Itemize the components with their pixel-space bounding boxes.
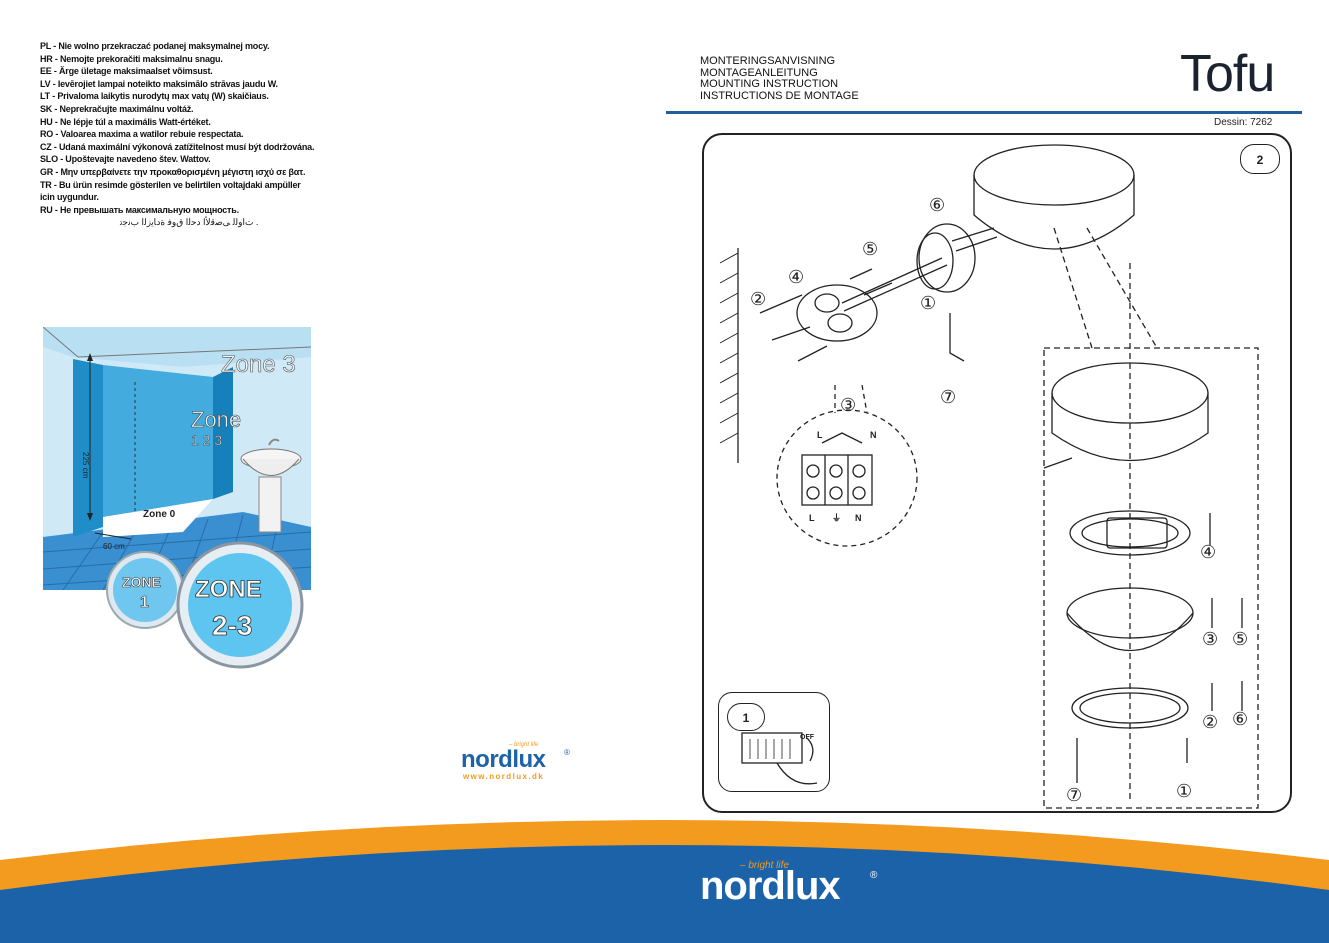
step1-box <box>718 692 830 792</box>
callout-5-top: ⑤ <box>862 239 878 259</box>
callout-1-bottom: ① <box>1176 781 1192 801</box>
width-label: 60 cm <box>103 542 125 551</box>
callout-1-top: ① <box>920 293 936 313</box>
zone3-label: Zone 3 <box>221 351 296 378</box>
callout-3-detail: ③ <box>840 395 856 415</box>
product-title: Tofu <box>1180 45 1275 103</box>
warning-item: LV - Ievērojiet lampai noteikto maksimāl… <box>40 78 278 89</box>
nordlux-logo-big: – bright life nordlux ® <box>700 858 900 918</box>
heading-line: MONTAGEANLEITUNG <box>700 66 818 79</box>
warning-item: HU - Ne lépje túl a maximális Watt-érték… <box>40 116 211 127</box>
mounting-diagram: ② ④ ⑤ ⑥ ① ⑦ ③ ④ ③ ⑤ ② ⑥ ⑦ ① L N L ⏚ N OF… <box>719 144 1259 809</box>
callout-7-top: ⑦ <box>940 387 956 407</box>
height-label: 225 cm <box>81 452 90 479</box>
warning-item: TR - Bu ürün resimde gösterilen ve belir… <box>40 179 301 203</box>
logo-reg: ® <box>564 748 570 757</box>
callout-2-right: ② <box>1202 712 1218 732</box>
callout-4-right: ④ <box>1200 542 1216 562</box>
badge-small-num: 1 <box>140 594 149 611</box>
callout-4-left: ④ <box>788 267 804 287</box>
badge-big-label: ZONE <box>195 576 262 603</box>
callout-7-bottom: ⑦ <box>1066 785 1082 805</box>
logo-word: nordlux <box>461 746 546 773</box>
warning-item: CZ - Udaná maximální výkonová zatížiteln… <box>40 141 315 152</box>
warning-item: RO - Valoarea maxima a watilor rebuie re… <box>40 129 244 140</box>
logo-tagline: – bright life <box>509 742 539 748</box>
logo-big-tagline: – bright life <box>740 860 789 871</box>
callout-3-right: ③ <box>1202 629 1218 649</box>
warning-item: RU - Не превышать максимальную мощность. <box>40 204 239 215</box>
warning-item: PL - Nie wolno przekraczać podanej maksy… <box>40 41 270 51</box>
terminal-bottom-l: L <box>809 513 815 523</box>
warning-item: EE - Ärge ületage maksimaalset võimsust. <box>40 66 213 77</box>
warning-item: GR - Μην υπερβαίνετε την προκαθορισμένη … <box>40 166 306 177</box>
logo-url: www.nordlux.dk <box>463 772 545 781</box>
heading-line: MONTERINGSANVISNING <box>700 55 836 67</box>
logo-big-word: nordlux <box>700 864 841 908</box>
badge-big-num: 2-3 <box>212 610 252 641</box>
terminal-top-n: N <box>870 430 877 440</box>
instruction-panel <box>702 133 1292 813</box>
warning-item: HR - Nemojte prekoračiti maksimalnu snag… <box>40 53 223 64</box>
bottom-wave <box>0 820 1329 943</box>
terminal-earth: ⏚ <box>832 513 841 523</box>
instruction-headings: MONTERINGSANVISNING MONTAGEANLEITUNG MOU… <box>700 55 859 102</box>
badge-small-label: ZONE <box>122 574 161 590</box>
off-label: OFF <box>800 734 815 741</box>
callout-2-left: ② <box>750 289 766 309</box>
callout-6-top: ⑥ <box>929 195 945 215</box>
zone-badges: ZONE 1 ZONE 2-3 <box>106 541 304 669</box>
warning-item: SK - Neprekračujte maximálnu voltáž. <box>40 103 194 114</box>
terminal-top-l: L <box>817 430 823 440</box>
heading-line: MOUNTING INSTRUCTION <box>700 78 839 90</box>
nordlux-logo-small: – bright life nordlux ® www.nordlux.dk <box>461 742 581 782</box>
bathroom-zone-illustration: Zone 3 Zone 1 2 3 Zone 0 225 cm 60 cm <box>43 327 311 590</box>
warning-list: PL - Nie wolno przekraczać podanej maksy… <box>40 40 315 229</box>
zone0-label: Zone 0 <box>143 509 176 520</box>
page-number-badge: 2 <box>1240 144 1280 174</box>
callout-6-right: ⑥ <box>1232 709 1248 729</box>
heading-line: INSTRUCTIONS DE MONTAGE <box>700 89 859 102</box>
zone12-label: Zone <box>191 407 241 432</box>
terminal-bottom-n: N <box>855 513 862 523</box>
warning-item: SLO - Upoštevajte navedeno štev. Wattov. <box>40 154 211 165</box>
logo-big-reg: ® <box>870 870 878 881</box>
step1-number: 1 <box>727 703 765 731</box>
warning-item-arabic: . ﺕﺍﻭﻟﻟ ﻰﺻﻗﻷﺍ ﺩﺣﻟﺍ ﻕﻭﻓ ﺓﺩﺎﻳﺯﻟﺍ ﺏﻧﺟﺗ <box>120 217 259 228</box>
callout-5-right: ⑤ <box>1232 629 1248 649</box>
header-rule <box>666 111 1302 114</box>
warning-item: LT - Privaloma laikytis nurodytų max vat… <box>40 91 269 102</box>
zone-numbers: 1 2 3 <box>191 432 222 448</box>
dessin-number: Dessin: 7262 <box>1214 117 1273 128</box>
